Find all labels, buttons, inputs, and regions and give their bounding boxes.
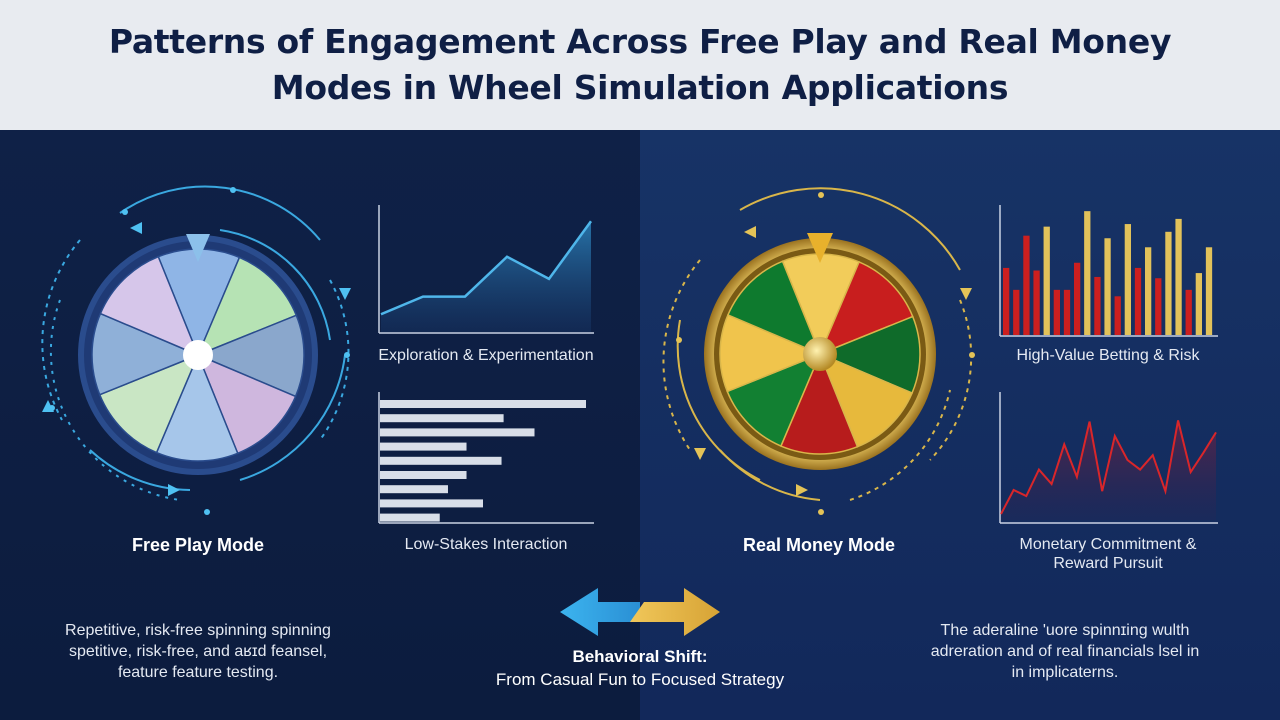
high-value-caption: High-Value Betting & Risk: [1016, 347, 1200, 364]
description-line: spetitive, risk-free, and aʁɪd feansel,: [68, 643, 328, 660]
monetary-caption-line-2: Reward Pursuit: [1053, 555, 1163, 572]
page-title-line-2: Modes in Wheel Simulation Applications: [271, 68, 1009, 107]
free-play-wheel-pointer-icon: [186, 234, 210, 262]
bar: [1175, 218, 1182, 335]
behavioral-shift-block: Behavioral Shift: From Casual Fun to Foc…: [480, 645, 800, 691]
bar: [1043, 226, 1050, 335]
wheel-segment: [99, 255, 200, 357]
series-line: [1000, 420, 1217, 515]
free-play-wheel: [91, 248, 305, 462]
description-line: Repetitive, risk-free spinning spinning: [65, 622, 331, 639]
exploration-chart: [378, 205, 594, 334]
monetary-caption-line-1: Monetary Commitment &: [1019, 536, 1197, 553]
bar: [1094, 276, 1101, 335]
bar: [380, 414, 504, 423]
bar: [380, 485, 448, 494]
bar: [1023, 235, 1030, 335]
real-money-wheel-orbit: [662, 187, 973, 501]
bar: [380, 442, 467, 451]
orbit-dot: [344, 352, 350, 358]
wheel-segment: [98, 353, 200, 454]
free-play-mode-label: Free Play Mode: [131, 535, 265, 555]
orbit-arrow-icon: [130, 222, 142, 234]
wheel-segment: [818, 260, 914, 356]
free-play-wheel-orbit: [41, 185, 350, 501]
orbit-arrow-icon: [168, 484, 180, 496]
bar: [380, 400, 586, 408]
wheel-segment: [818, 315, 921, 395]
bar: [380, 456, 502, 465]
bar: [380, 499, 483, 508]
orbit-dot: [204, 509, 210, 515]
wheel-segment: [196, 256, 298, 357]
bar: [1165, 231, 1172, 335]
bar: [1003, 267, 1010, 335]
bar: [380, 428, 535, 437]
description-line: The aderaline 'uore spinnɪing wulth: [940, 622, 1190, 639]
line-area-fill: [1001, 420, 1216, 520]
real-money-mode-label: Real Money Mode: [742, 535, 896, 555]
behavioral-shift-arrow-icon: [560, 588, 720, 636]
area-line: [380, 220, 593, 316]
real-money-wheel-pointer-icon: [807, 233, 833, 263]
exploration-caption: Exploration & Experimentation: [378, 347, 594, 364]
wheel-segment: [726, 260, 822, 356]
orbit-arrow-icon: [796, 484, 808, 496]
free-play-wheel-hub: [183, 340, 213, 370]
orbit-arrow-icon: [42, 400, 54, 412]
free-play-description: Repetitive, risk-free spinning spinning …: [48, 620, 348, 683]
orbit-dot: [818, 192, 824, 198]
orbit-arrow-icon: [694, 448, 706, 460]
title-banner: Patterns of Engagement Across Free Play …: [0, 0, 1280, 130]
bar: [380, 513, 440, 522]
bar: [1033, 270, 1040, 335]
area-fill: [381, 221, 591, 332]
wheel-segment: [196, 314, 305, 398]
bar: [1205, 247, 1213, 335]
real-money-wheel-hub: [803, 337, 837, 371]
orbit-dot: [230, 187, 236, 193]
real-money-wheel: [719, 253, 921, 455]
bar: [1063, 289, 1071, 335]
wheel-segment: [196, 353, 297, 455]
wheel-segment: [779, 352, 859, 455]
monetary-chart: [999, 392, 1218, 524]
page-title-line-1: Patterns of Engagement Across Free Play …: [108, 22, 1172, 61]
bar: [1134, 267, 1142, 335]
wheel-segment: [91, 312, 200, 396]
behavioral-shift-title: Behavioral Shift:: [572, 647, 708, 666]
orbit-dot: [818, 509, 824, 515]
bar: [1084, 211, 1091, 335]
bar: [1074, 262, 1081, 335]
low-stakes-caption: Low-Stakes Interaction: [404, 536, 568, 553]
orbit-dot: [676, 337, 682, 343]
bar: [1145, 247, 1152, 335]
behavioral-shift-subtitle: From Casual Fun to Focused Strategy: [495, 670, 785, 689]
low-stakes-chart: [378, 392, 594, 524]
wheel-segment: [719, 313, 822, 393]
orbit-dot: [122, 209, 128, 215]
bar: [1053, 289, 1061, 335]
description-line: feature feature testing.: [117, 664, 279, 681]
bar: [380, 471, 467, 479]
bar: [1185, 289, 1192, 335]
bar: [1013, 289, 1020, 335]
bar: [1104, 238, 1111, 335]
bar: [1114, 296, 1121, 335]
orbit-arrow-icon: [339, 288, 351, 300]
description-line: adreration and of real financials lsel i…: [930, 643, 1200, 660]
orbit-dot: [969, 352, 975, 358]
bar: [1195, 273, 1203, 335]
wheel-segment: [726, 352, 822, 448]
description-line: in implicaterns.: [1011, 664, 1119, 681]
orbit-arrow-icon: [960, 288, 972, 300]
real-money-description: The aderaline 'uore spinnɪing wulth adre…: [910, 620, 1220, 683]
bar: [1155, 278, 1162, 335]
wheel-segment: [155, 353, 239, 462]
high-value-chart: [999, 205, 1218, 337]
wheel-segment: [818, 352, 914, 448]
bar: [1124, 224, 1132, 335]
orbit-arrow-icon: [744, 226, 756, 238]
